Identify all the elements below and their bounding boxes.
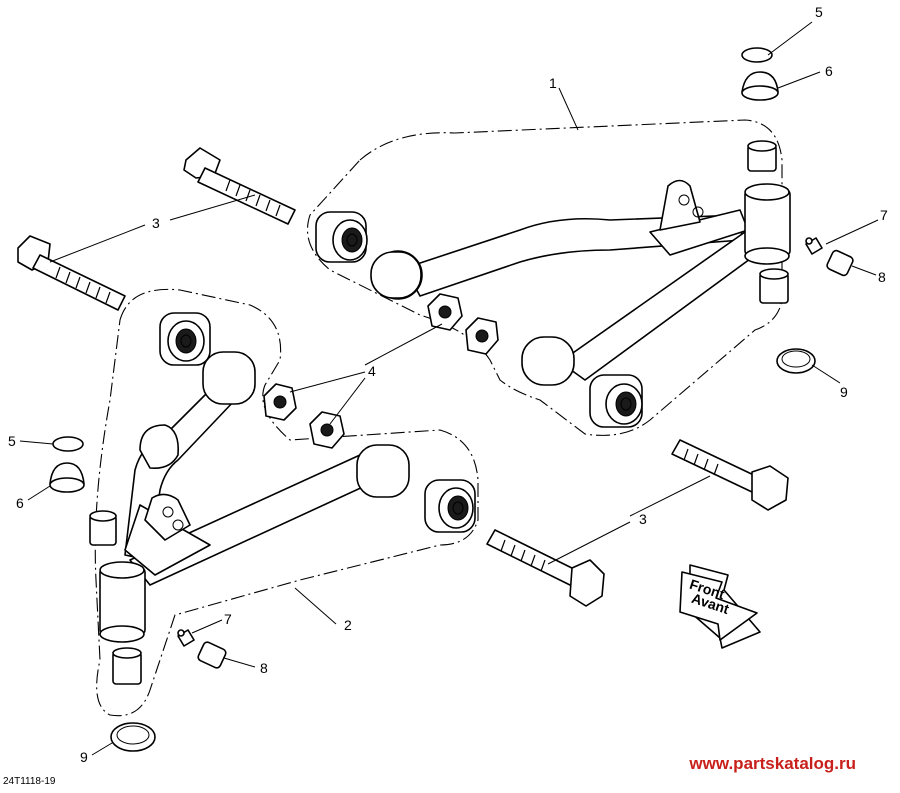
seal-ring-upper <box>776 348 816 374</box>
diagram-reference-code: 24T1118-19 <box>3 776 56 787</box>
callout-6-upper: 6 <box>825 63 833 79</box>
upper-arm-bushing-rear <box>315 211 368 263</box>
bolt-right-1 <box>671 439 789 511</box>
grease-fitting-upper <box>805 237 823 255</box>
nut-1 <box>427 293 463 331</box>
watermark-url: www.partskatalog.ru <box>689 754 856 773</box>
nut-3 <box>263 383 297 421</box>
callout-2: 2 <box>344 617 352 633</box>
callout-5-lower: 5 <box>8 433 16 449</box>
callout-3-left: 3 <box>152 215 160 231</box>
boot-upper <box>741 71 779 101</box>
upper-arm-group-outline <box>306 119 783 436</box>
bolt-upper-left-2 <box>17 235 126 311</box>
callout-3-right: 3 <box>639 511 647 527</box>
seal-ring-lower <box>110 722 156 752</box>
lower-arm-bushing-front <box>424 479 476 533</box>
nut-4 <box>309 411 345 449</box>
callout-1: 1 <box>549 75 557 91</box>
bolt-upper-left-1 <box>183 147 296 225</box>
grease-fitting-lower <box>177 629 195 647</box>
pivot-sleeve-upper-bottom <box>759 268 789 304</box>
callout-labels: 1 2 3 3 4 5 5 6 6 7 7 8 8 9 9 <box>8 4 888 765</box>
pivot-sleeve-lower-top <box>89 510 117 546</box>
o-ring-lower <box>52 436 84 452</box>
upper-arm-bushing-front <box>589 374 643 428</box>
pivot-sleeve-upper-top <box>747 140 777 172</box>
callout-7-lower: 7 <box>224 611 232 627</box>
lower-arm-group-outline <box>94 288 479 717</box>
callout-6-lower: 6 <box>16 495 24 511</box>
boot-lower <box>49 462 85 493</box>
callout-7-upper: 7 <box>880 207 888 223</box>
callout-5-upper: 5 <box>815 4 823 20</box>
bolt-right-2 <box>486 529 605 607</box>
pivot-sleeve-lower-bottom <box>112 647 142 685</box>
upper-a-arm <box>370 179 791 386</box>
leader-lines <box>19 21 879 756</box>
callout-4: 4 <box>368 363 376 379</box>
nut-2 <box>465 317 499 355</box>
callout-9-lower: 9 <box>80 749 88 765</box>
callout-8-lower: 8 <box>260 660 268 676</box>
o-ring-upper <box>741 47 773 63</box>
callout-9-upper: 9 <box>840 384 848 400</box>
spacer-upper <box>826 249 854 277</box>
spacer-lower <box>197 641 227 669</box>
front-direction-arrow: Front Avant <box>679 564 761 649</box>
lower-arm-bushing-rear <box>159 312 211 366</box>
lower-a-arm <box>99 351 410 643</box>
callout-8-upper: 8 <box>878 269 886 285</box>
